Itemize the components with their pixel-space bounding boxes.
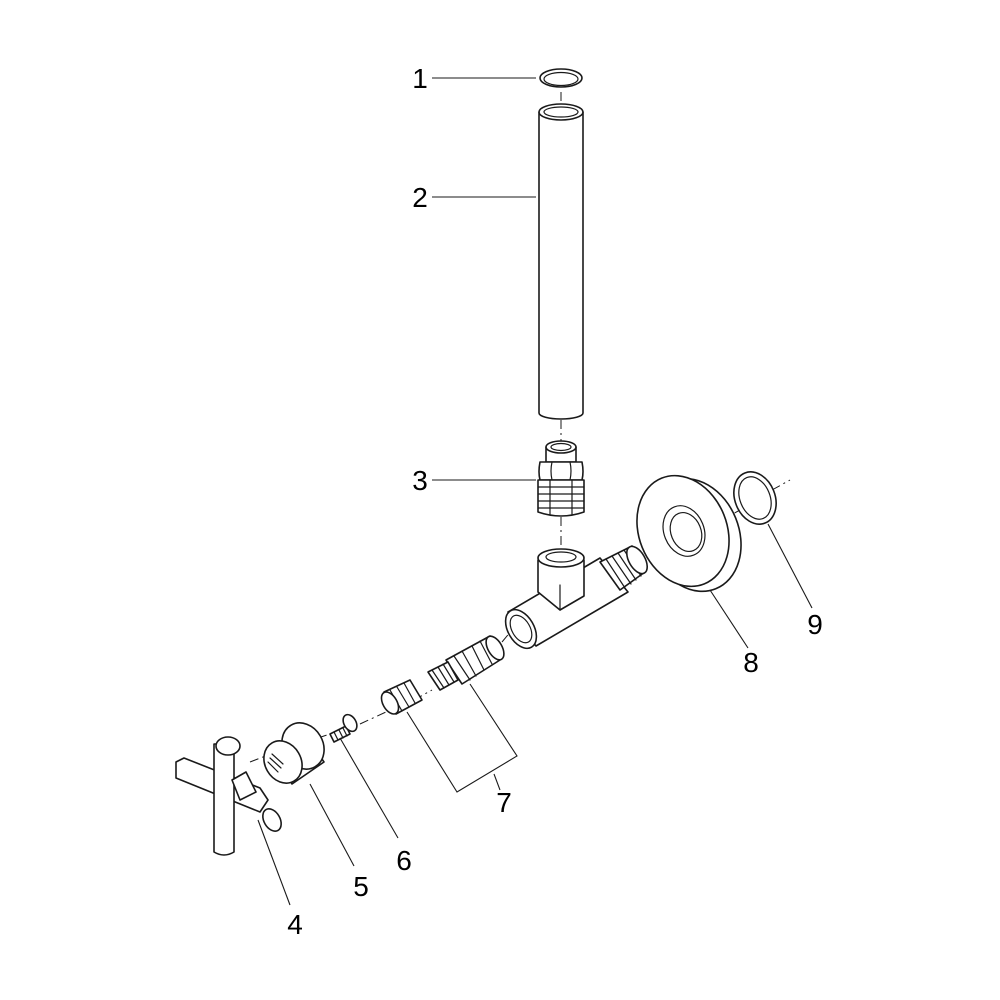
part-7-cartridge — [427, 635, 505, 691]
callout-6: 6 — [396, 845, 412, 876]
callout-8: 8 — [743, 647, 759, 678]
part-3-compression-fitting — [537, 440, 585, 517]
callout-9: 9 — [807, 609, 823, 640]
leader-7-bracket — [406, 683, 518, 793]
leader-7 — [493, 773, 501, 791]
part-1-o-ring — [539, 68, 583, 88]
leader-9 — [767, 523, 813, 609]
leader-6 — [339, 737, 399, 839]
leader-5 — [309, 783, 355, 867]
part-9-seal-ring — [733, 471, 777, 525]
callout-4: 4 — [287, 909, 303, 940]
callout-labels: 1 2 3 4 5 6 7 8 9 — [287, 63, 823, 940]
callout-5: 5 — [353, 871, 369, 902]
center-axes — [249, 92, 791, 763]
leader-8 — [709, 589, 749, 649]
part-2-pipe — [538, 103, 584, 420]
callout-7: 7 — [496, 787, 512, 818]
leader-4 — [257, 819, 291, 906]
part-7-spindle-nut — [380, 679, 423, 715]
callout-1: 1 — [412, 63, 428, 94]
axis-segment — [771, 479, 791, 491]
leader-lines — [257, 77, 813, 906]
part-4-cross-handle — [175, 736, 282, 856]
callout-2: 2 — [412, 182, 428, 213]
part-6-screw — [329, 713, 358, 743]
part-8-wall-rosette — [636, 474, 742, 593]
axis-segment — [359, 711, 387, 725]
callout-3: 3 — [412, 465, 428, 496]
part-5-handle-sleeve — [263, 722, 325, 785]
angle-valve-body — [504, 545, 649, 650]
